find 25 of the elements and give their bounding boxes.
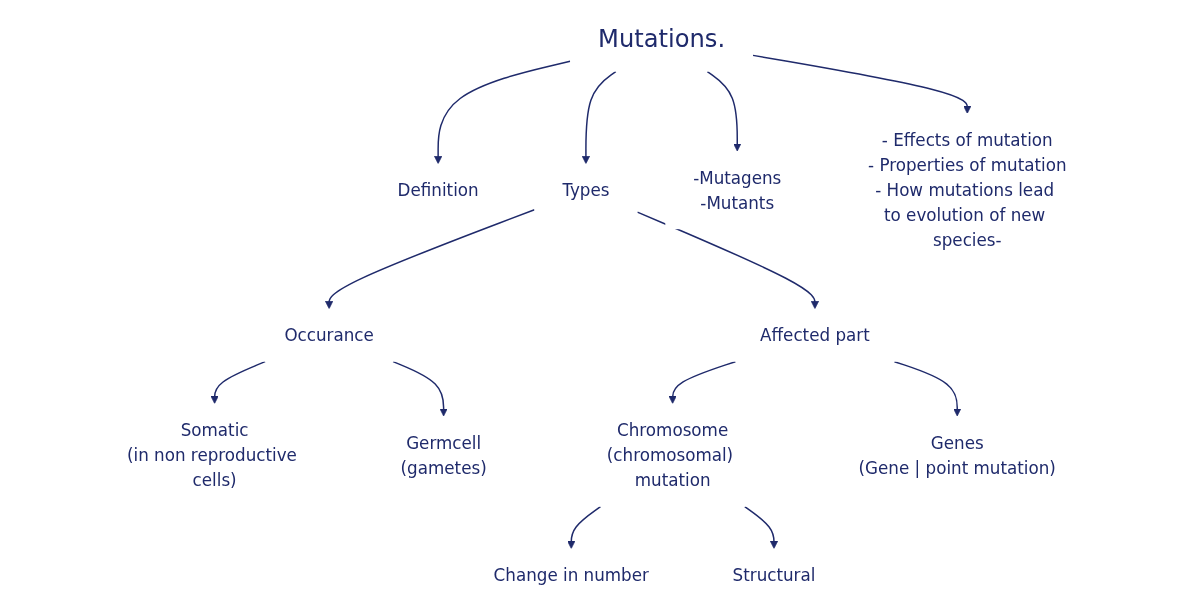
node-text: Types [562, 180, 610, 200]
arrow [706, 70, 742, 152]
arrow [434, 60, 571, 164]
arrow [581, 70, 617, 164]
node-text: Germcell (gametes) [400, 432, 487, 478]
arrow [567, 505, 602, 549]
arrow [210, 360, 266, 404]
node-text: Structural [732, 565, 816, 585]
arrow [744, 505, 779, 549]
arrow [325, 208, 536, 310]
arrow [636, 211, 820, 310]
arrow [668, 360, 737, 404]
node-text: Affected part [760, 325, 870, 345]
arrow [392, 360, 448, 417]
node-text: Definition [397, 180, 479, 200]
arrow [893, 360, 962, 417]
node-text: Occurance [284, 325, 374, 345]
node-text: Change in number [493, 565, 649, 585]
node-text: Chromosome (chromosomal) mutation [606, 420, 734, 490]
arrow [752, 54, 972, 114]
node-text: Mutations. [598, 25, 726, 53]
node-text: -Mutagens -Mutants [693, 167, 782, 213]
node-text: Somatic (in non reproductive cells) [127, 420, 297, 490]
node-text: Genes (Gene | point mutation) [858, 432, 1056, 478]
node-text: - Effects of mutation - Properties of mutation - How mutations lead to evolution of new species- [868, 130, 1067, 251]
